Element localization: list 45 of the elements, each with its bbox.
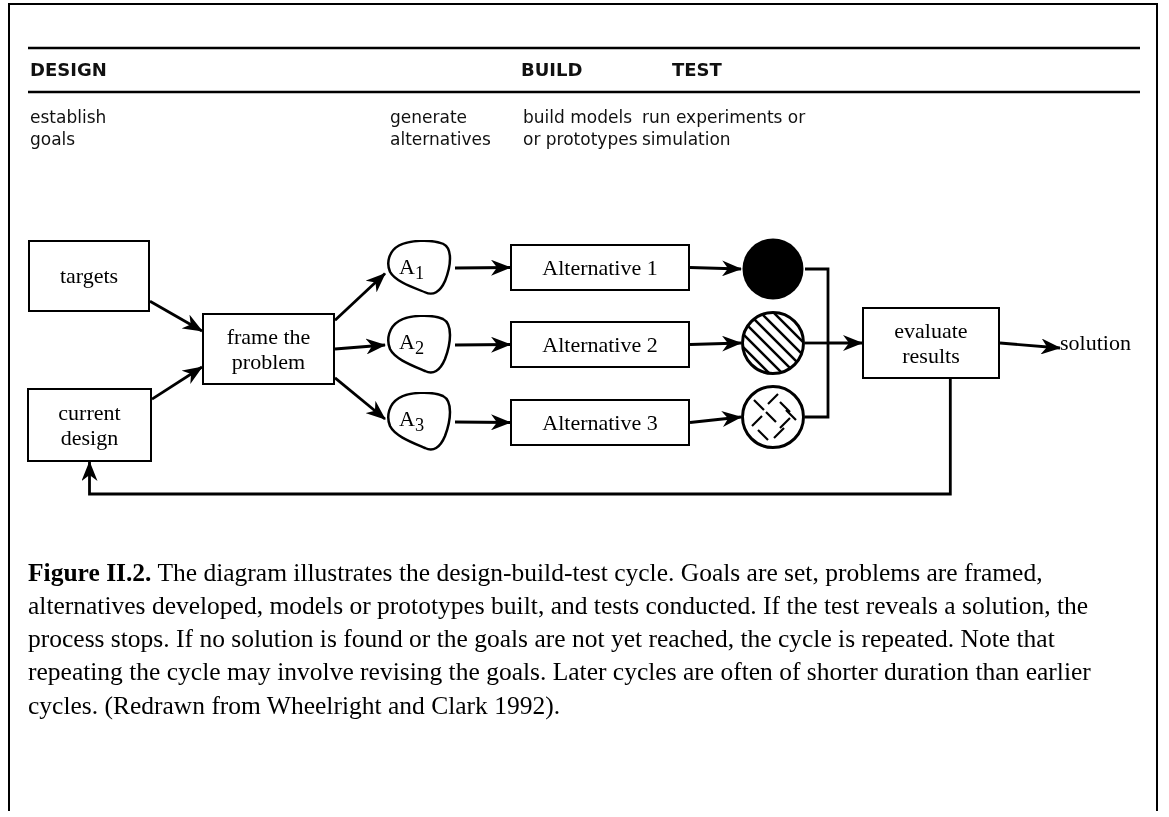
arrow	[828, 335, 863, 351]
column-heading: TEST	[672, 58, 723, 82]
process-box	[202, 313, 335, 385]
merge-line	[805, 343, 830, 419]
arrow	[151, 365, 203, 401]
node-text: Alternative 3	[542, 409, 658, 436]
process-box	[27, 388, 152, 462]
arrow	[455, 259, 511, 276]
merge-line	[805, 267, 830, 343]
node-text: A$_{2}$	[399, 329, 425, 360]
process-box	[510, 321, 690, 368]
node-text: frame the problem	[225, 323, 312, 375]
arrow	[999, 338, 1061, 355]
merge-line	[805, 341, 830, 345]
node-text: Alternative 2	[542, 331, 658, 358]
arrow	[689, 260, 742, 277]
stage-note: establish goals	[30, 106, 108, 151]
arrow	[334, 376, 386, 421]
node-text: evaluate results	[893, 317, 969, 369]
stage-note: run experiments or simulation	[642, 106, 807, 151]
arrow	[689, 411, 742, 427]
stage-note: build models or prototypes	[523, 106, 639, 151]
node-text: A$_{3}$	[399, 406, 425, 437]
arrow	[334, 338, 386, 355]
arrow	[81, 379, 952, 496]
process-box	[510, 399, 690, 446]
process-box	[862, 307, 1000, 379]
arrow	[689, 335, 742, 352]
node-text: current design	[57, 399, 122, 451]
stage-note: generate alternatives	[390, 106, 492, 151]
node-text: A$_{1}$	[399, 254, 425, 285]
dashed-result-circle	[741, 385, 805, 449]
node-text: solution	[1060, 330, 1131, 356]
column-heading: DESIGN	[30, 58, 108, 82]
node-text: targets	[59, 263, 119, 289]
process-box	[28, 240, 150, 312]
process-box	[510, 244, 690, 291]
arrow	[455, 414, 511, 431]
arrow	[149, 300, 203, 333]
node-text: Alternative 1	[542, 254, 658, 281]
arrow	[334, 272, 386, 322]
filled-result-circle	[741, 237, 805, 301]
arrow	[455, 336, 511, 353]
column-heading: BUILD	[521, 58, 584, 82]
figure-caption: Figure II.2. The diagram illustrates the design-build-test cycle. Goals are set, problems are framed, alternatives developed, models or prototypes built, and tests conducted. If the test reveals a solution, the process stops. If no solution is found or the goals are not yet reached, the cycle is repeated. Note that repeating the cycle may involve revising the goals. Later cycles are often of shorter duration than earlier cycles. (Redrawn from Wheelright and Clark 1992).	[28, 557, 1092, 722]
